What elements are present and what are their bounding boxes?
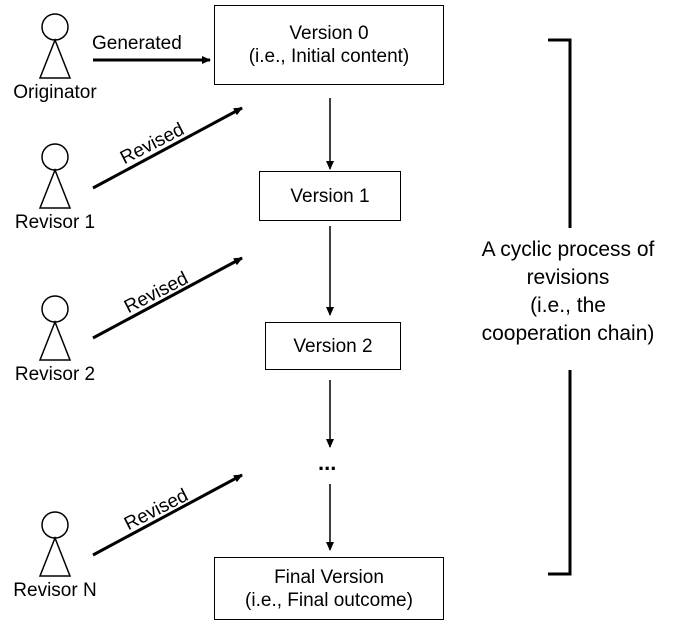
version-2-title: Version 2 <box>293 335 373 357</box>
ellipsis: ... <box>318 450 337 475</box>
version-1-title: Version 1 <box>290 185 370 207</box>
version-0-box: Version 0 (i.e., Initial content) <box>214 5 444 85</box>
bracket-label-line: revisions <box>526 266 610 289</box>
bracket-label-line: A cyclic process of <box>481 238 655 261</box>
version-2-box: Version 2 <box>265 322 401 370</box>
revised-arrow-1 <box>92 106 243 190</box>
actor-originator: Originator <box>0 10 110 104</box>
actor-label-revisor-2: Revisor 2 <box>14 364 96 385</box>
final-version-title: Final Version <box>274 566 384 588</box>
person-icon <box>38 13 72 79</box>
person-icon <box>38 295 72 361</box>
right-bracket <box>548 38 572 576</box>
actor-label-revisor-1: Revisor 1 <box>14 212 96 233</box>
person-icon <box>38 143 72 209</box>
bracket-label-line: (i.e., the <box>530 294 606 317</box>
version-0-subtitle: (i.e., Initial content) <box>248 46 410 67</box>
final-version-box: Final Version (i.e., Final outcome) <box>214 557 444 620</box>
generated-label: Generated <box>92 33 182 54</box>
person-icon <box>38 511 72 577</box>
final-version-subtitle: (i.e., Final outcome) <box>245 589 413 611</box>
version-1-box: Version 1 <box>259 171 401 221</box>
revised-arrow-n <box>92 473 243 557</box>
bracket-label-line: cooperation chain) <box>481 322 655 345</box>
bracket-label: A cyclic process of revisions (i.e., the… <box>453 236 683 348</box>
actor-label-revisor-n: Revisor N <box>13 580 97 601</box>
actor-label-originator: Originator <box>13 82 97 103</box>
actor-revisor-2: Revisor 2 <box>0 292 110 386</box>
actor-revisor-n: Revisor N <box>0 508 110 602</box>
actor-revisor-1: Revisor 1 <box>0 140 110 234</box>
version-0-title: Version 0 <box>289 23 369 44</box>
revised-arrow-2 <box>92 256 243 340</box>
